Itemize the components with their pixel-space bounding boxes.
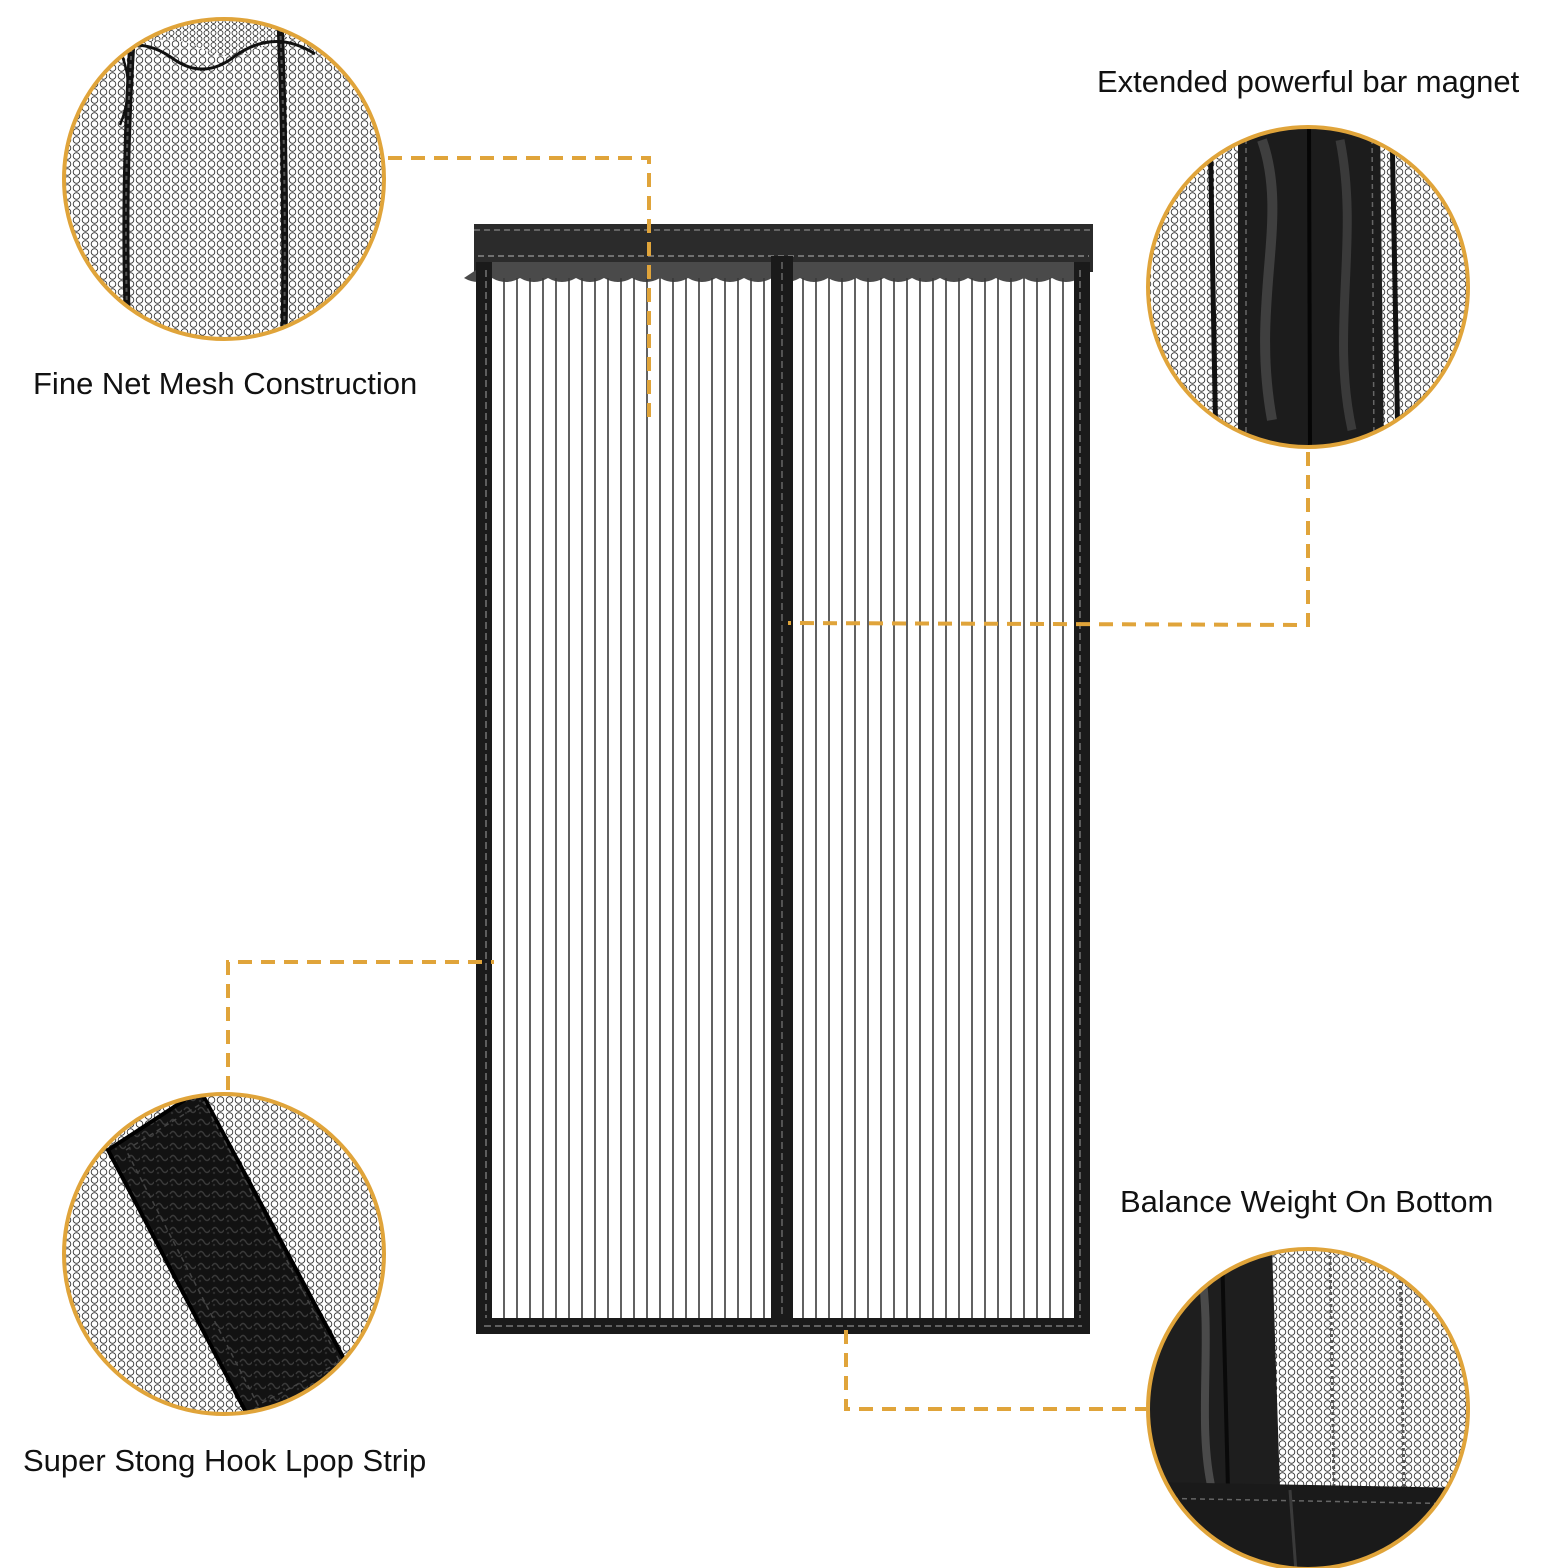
curtain-right-border — [1074, 262, 1090, 1334]
detail-circle-magnet-ring — [1146, 125, 1470, 449]
mesh-curtain — [464, 224, 1093, 1334]
caption-bar-magnet: Extended powerful bar magnet — [1097, 64, 1520, 99]
caption-hook-loop-strip: Super Stong Hook Lpop Strip — [23, 1443, 427, 1478]
callout-leaders — [226, 156, 1310, 1411]
detail-circle-weight-ring — [1146, 1247, 1470, 1568]
left-panel-strings — [503, 278, 765, 1322]
leader-mesh — [388, 156, 651, 425]
detail-circle-mesh-ring — [62, 17, 386, 341]
detail-circle-hook — [62, 1092, 386, 1416]
detail-circle-mesh — [62, 17, 386, 341]
leader-hook — [226, 960, 494, 1090]
caption-fine-net-mesh: Fine Net Mesh Construction — [33, 366, 418, 401]
curtain-left-border — [476, 262, 492, 1334]
detail-circle-magnet — [1146, 125, 1470, 449]
leader-weight — [844, 1330, 1146, 1411]
caption-balance-weight: Balance Weight On Bottom — [1120, 1184, 1494, 1219]
detail-circle-hook-ring — [62, 1092, 386, 1416]
leader-magnet — [787, 452, 1310, 628]
detail-circle-weight — [1146, 1247, 1470, 1568]
right-panel-strings — [802, 278, 1064, 1322]
